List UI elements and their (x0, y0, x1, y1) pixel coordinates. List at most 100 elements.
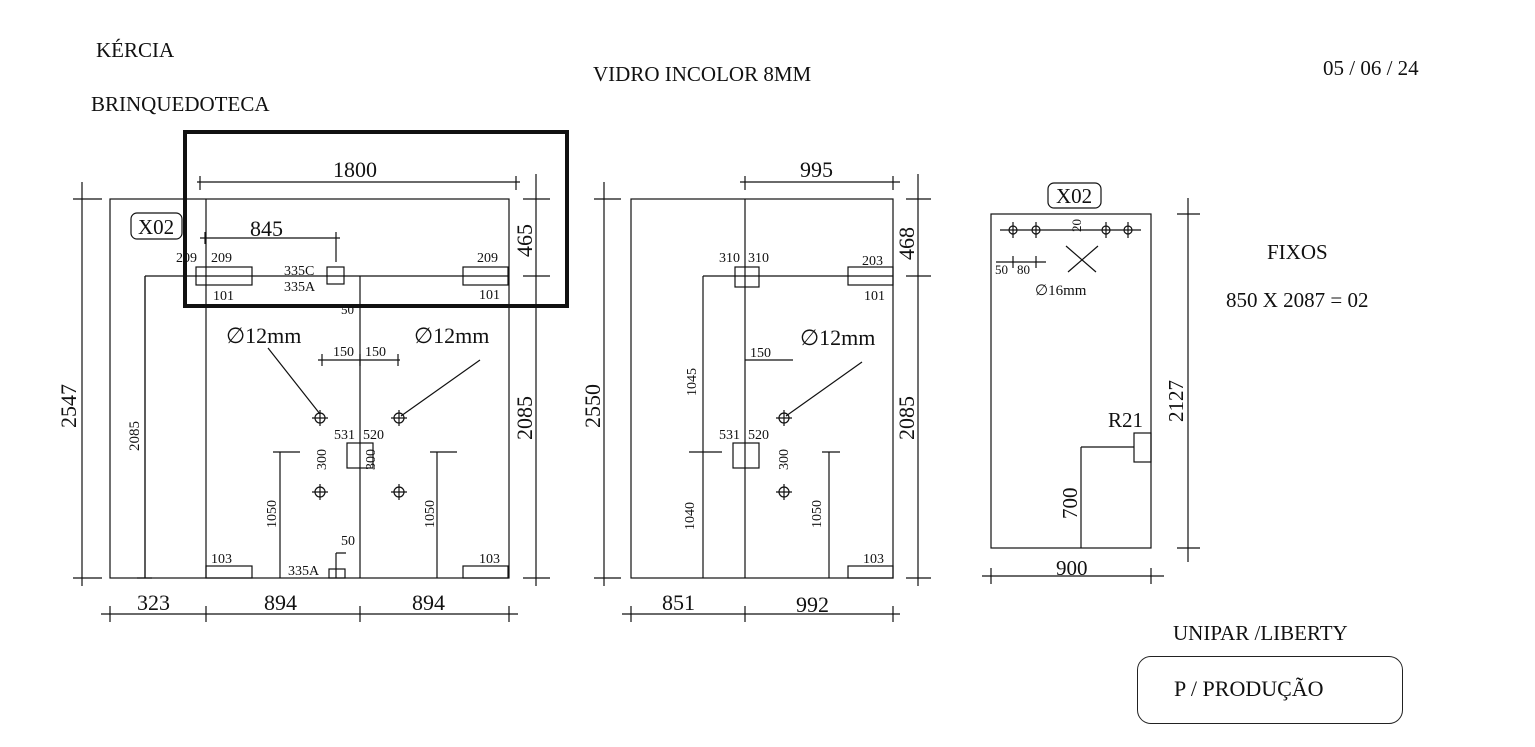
panel1-hole-spacing-b: 150 (365, 345, 386, 360)
panel2-vert-1040: 1040 (683, 502, 698, 530)
panel1-pivot-br (462, 565, 509, 579)
panel1-hole-spacing-a: 150 (333, 345, 354, 360)
panel3-tag: X02 (1056, 184, 1092, 208)
panel1-outline (109, 198, 510, 579)
fixos-spec: 850 X 2087 = 02 (1226, 288, 1369, 312)
panel1-bottom-lock: 335A (288, 564, 320, 579)
panel1-dim-hole-spacing (318, 354, 400, 366)
panel1-height-left-inner: 2085 (127, 421, 143, 451)
panel1-dim-2085-inner (137, 276, 152, 579)
panel1-handle-a: 531 (334, 428, 355, 443)
panel2-hinge-a: 310 (719, 251, 740, 266)
panel2-pivot-br: 103 (863, 552, 884, 567)
panel1-width-top: 1800 (333, 157, 377, 182)
panel2-dim-bottom (622, 606, 900, 622)
panel1-hinge-tr (462, 266, 509, 286)
panel2-dim-right (906, 174, 931, 586)
panel3-dim-2127 (1177, 198, 1200, 562)
panel3-outline (990, 213, 1152, 549)
panel2-inner-dims (689, 359, 840, 578)
panel1-lock-top-b: 335A (284, 280, 316, 295)
panel1-pivot-bl (205, 565, 253, 579)
panel3-hole-spacing-b: 80 (1017, 262, 1030, 277)
panel2-vert-1045: 1045 (685, 368, 700, 396)
panel2-seg-right: 992 (796, 592, 829, 617)
panel2-hinge-d: 101 (864, 289, 885, 304)
panel3-height-lower: 700 (1058, 488, 1082, 520)
panel1-vert-right-300: 300 (364, 449, 379, 470)
panel3-tag-box (1047, 182, 1102, 209)
panel1-vert-left-300: 300 (315, 449, 330, 470)
production-label: P / PRODUÇÃO (1174, 676, 1324, 701)
panel2-leader (785, 361, 863, 417)
panel1-pivot-bl: 103 (211, 552, 232, 567)
panel1-width-sub: 845 (250, 216, 283, 241)
panel1-inner-lines (144, 199, 509, 578)
panel2-dim-2550 (594, 182, 621, 586)
panel1-lock-top-c: 50 (341, 302, 354, 317)
panel2-outline (630, 198, 894, 579)
project-name: BRINQUEDOTECA (91, 92, 270, 116)
drawing-date: 05 / 06 / 24 (1323, 56, 1419, 80)
panel1-holes (312, 410, 407, 500)
panel1-offset-left: 323 (137, 590, 170, 615)
panel2-width-top: 995 (800, 157, 833, 182)
panel1-lock-top (326, 266, 345, 285)
panel1-hinge-tl-b: 209 (211, 251, 232, 266)
panel2-dim-995 (740, 176, 900, 190)
panel2-hinge-l (734, 266, 760, 288)
panel1-dim-845 (200, 232, 340, 262)
panel2-handle-b: 520 (748, 428, 769, 443)
panel1-hinge-tl (195, 266, 253, 286)
panel3-hole-offset: 20 (1069, 219, 1084, 232)
supplier-name: UNIPAR /LIBERTY (1173, 621, 1348, 645)
production-stamp: P / PRODUÇÃO (1137, 656, 1403, 724)
panel1-vert-right-1050: 1050 (423, 500, 438, 528)
panel1-dim-right (523, 174, 550, 586)
panel2-vert-1050: 1050 (810, 500, 825, 528)
panel3-inner-lines (1080, 446, 1134, 548)
panel2-hinge-r (847, 266, 894, 286)
glass-spec: VIDRO INCOLOR 8MM (593, 62, 812, 86)
panel1-hinge-tl-c: 101 (213, 289, 234, 304)
panel1-hinge-tr-b: 101 (479, 288, 500, 303)
panel1-lock-top-a: 335C (284, 264, 314, 279)
panel1-hole-label-right: ∅12mm (414, 323, 489, 348)
panel1-pivot-br: 103 (479, 552, 500, 567)
client-name: KÉRCIA (96, 38, 175, 62)
panel1-seg-left: 894 (264, 590, 297, 615)
panel1-inner-dims (273, 451, 457, 578)
panel1-handle-b: 520 (363, 428, 384, 443)
panel2-pivot-br (847, 565, 894, 579)
panel1-height-main: 2085 (512, 396, 537, 440)
panel3-hole-label: ∅16mm (1035, 283, 1087, 299)
fixos-title: FIXOS (1267, 240, 1328, 264)
panel1-hole-label-left: ∅12mm (226, 323, 301, 348)
panel1-handle (346, 442, 374, 469)
highlight-box (183, 130, 569, 308)
panel1-hinge-tl-a: 209 (176, 251, 197, 266)
panel1-tag: X02 (138, 215, 174, 239)
panel2-holes (776, 410, 792, 500)
panel3-holes (996, 222, 1141, 273)
panel1-bottom-50: 50 (341, 534, 355, 549)
panel2-handle (732, 442, 760, 469)
panel1-height-top: 465 (512, 224, 537, 257)
panel2-hinge-b: 310 (748, 251, 769, 266)
panel1-dim-2547 (73, 182, 102, 586)
panel3-dim-900 (982, 568, 1164, 584)
panel2-handle-a: 531 (719, 428, 740, 443)
panel2-height-main: 2085 (894, 396, 919, 440)
panel3-notch (1133, 432, 1152, 463)
panel1-seg-right: 894 (412, 590, 445, 615)
panel2-vert-300: 300 (777, 449, 792, 470)
panel2-hole-spacing: 150 (750, 346, 771, 361)
panel2-hinge-c: 203 (862, 254, 883, 269)
panel1-vert-left-1050: 1050 (265, 500, 280, 528)
panel3-radius: R21 (1108, 408, 1143, 432)
panel1-lock-bottom (328, 568, 346, 579)
panel1-tag-box (130, 212, 183, 240)
panel2-height-total: 2550 (580, 384, 605, 428)
panel2-hole-label: ∅12mm (800, 325, 875, 350)
